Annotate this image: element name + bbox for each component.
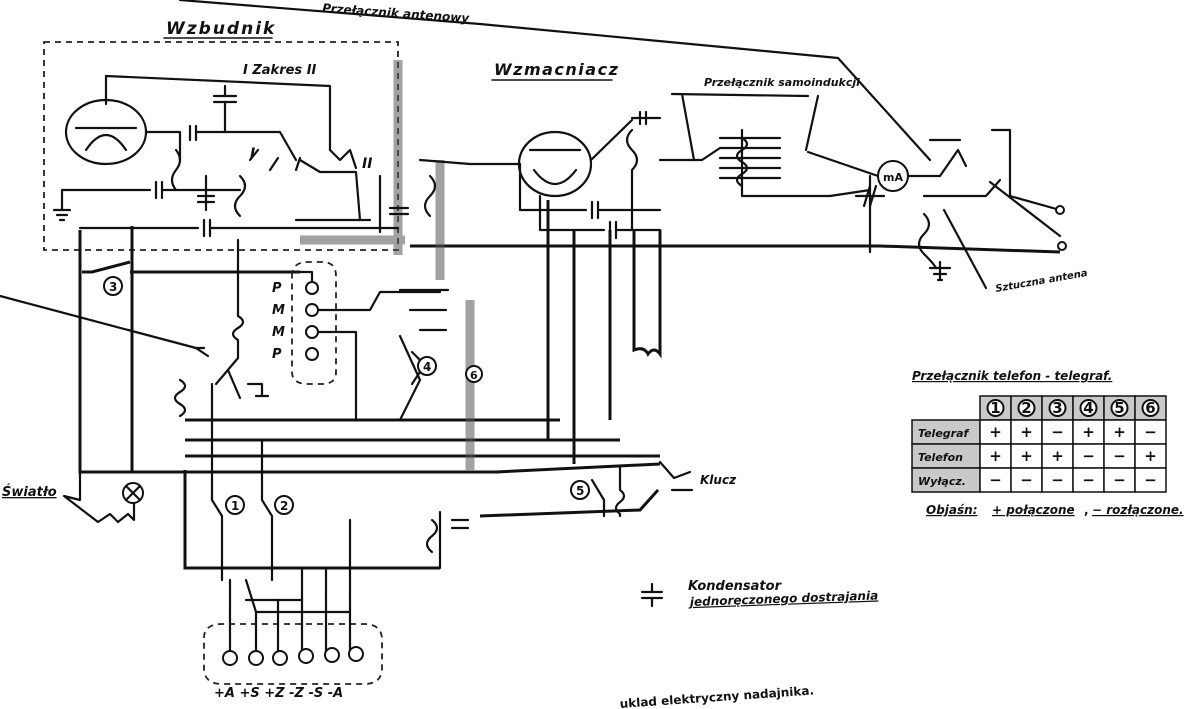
table-header-circle <box>1017 399 1036 417</box>
switch-table: Przełącznik telefon - telegraf. 1 2 3 4 5 6Tel… <box>911 369 1184 517</box>
pmmp-p2: P <box>272 347 282 362</box>
table-header-circle <box>1048 399 1067 417</box>
amplifier-label: Wzmacniacz <box>494 60 619 79</box>
main-bus <box>78 200 1061 570</box>
table-cell-value: + <box>989 447 1002 465</box>
caption: uklad elektryczny nadajnika. <box>619 683 814 709</box>
switch-5-number: 5 <box>576 484 584 498</box>
switch-table-legend-prefix: Objaśn: <box>926 503 978 517</box>
condenser-subtitle: jednoręczonego dostrajania <box>688 588 879 609</box>
table-row-label: Wyłącz. <box>918 475 966 488</box>
table-cell-value: + <box>989 423 1002 441</box>
range-mark-2: II <box>362 156 372 172</box>
table-cell-value: − <box>1082 447 1095 465</box>
switch-table-legend-separator: , <box>1084 503 1089 517</box>
table-cell-value: − <box>1144 423 1157 441</box>
table-header-number: 6 <box>1145 399 1155 417</box>
table-cell <box>1072 467 1105 493</box>
pmmp-m1: M <box>272 303 285 318</box>
table-cell-value: + <box>1113 423 1126 441</box>
antenna-switch-block <box>854 128 1067 290</box>
condenser-title: Kondensator <box>688 579 783 594</box>
condenser-symbol <box>640 582 664 608</box>
table-cell-value: + <box>1144 447 1157 465</box>
table-header-number: 1 <box>990 399 1000 417</box>
table-header-circle <box>1141 399 1160 417</box>
table-header-circle <box>986 399 1005 417</box>
table-header-number: 4 <box>1083 399 1093 417</box>
table-cell-value: − <box>1113 447 1126 465</box>
exciter-label: Wzbudnik <box>166 19 276 39</box>
transformer-strips <box>398 158 475 570</box>
switch-5: 5 <box>570 464 626 518</box>
pmmp-box <box>291 261 442 422</box>
table-cell-value: − <box>1144 471 1157 489</box>
terminal-box <box>203 518 383 685</box>
table-row-label: Telegraf <box>918 427 969 440</box>
switch-3: 3 <box>103 276 123 296</box>
switch-4: 4 <box>410 350 437 386</box>
table-cell <box>1041 467 1074 493</box>
switch-table-title: Przełącznik telefon - telegraf. <box>912 369 1112 383</box>
table-cell-value: − <box>1082 471 1095 489</box>
table-cell <box>1041 443 1074 469</box>
table-cell-value: + <box>1020 423 1033 441</box>
switch-table-legend-minus: − rozłączone. <box>1092 503 1184 517</box>
milliammeter <box>806 148 968 192</box>
aerial-switch-line <box>178 0 932 162</box>
amplifier-tube <box>468 110 662 240</box>
key-relay <box>0 238 270 502</box>
table-header-number: 5 <box>1114 399 1124 417</box>
switch-1: 1 <box>210 495 245 582</box>
lights <box>62 470 144 524</box>
artificial-antenna-label: Sztuczna antena <box>995 268 1089 295</box>
terminals-label: +A +S +Z -Z -S -A <box>214 686 343 701</box>
switch-6: 6 <box>465 365 483 383</box>
exciter-wiring <box>52 84 410 238</box>
switch-3-number: 3 <box>109 280 117 294</box>
table-cell-value: − <box>1051 471 1064 489</box>
switch-table-legend-plus: + połączone <box>992 503 1075 517</box>
table-cell-value: − <box>1051 423 1064 441</box>
pmmp-m2: M <box>272 325 285 340</box>
switch-1-number: 1 <box>231 499 239 513</box>
switch-4-number: 4 <box>423 360 431 374</box>
switch-6-number: 6 <box>470 369 478 382</box>
lights-label: Światło <box>2 484 57 500</box>
table-row-label-cell <box>911 467 981 493</box>
exciter-block <box>43 41 405 255</box>
switch-2: 2 <box>260 438 294 582</box>
table-cell-value: − <box>1020 471 1033 489</box>
morse-key <box>658 460 694 492</box>
table-cell-value: + <box>1082 423 1095 441</box>
table-cell-value: + <box>1020 447 1033 465</box>
range-mark-1: I <box>250 146 255 162</box>
table-cell-value: + <box>1051 447 1064 465</box>
table-cell <box>1134 467 1167 493</box>
switch-2-number: 2 <box>280 499 288 513</box>
range-switch-label: I Zakres II <box>243 63 317 78</box>
key-label: Klucz <box>700 473 737 487</box>
table-cell <box>979 419 1012 445</box>
self-induction-switch <box>658 92 872 198</box>
self-induction-switch-label: Przełącznik samoindukcji <box>704 76 860 89</box>
table-header-circle <box>1079 399 1098 417</box>
table-cell <box>1103 467 1136 493</box>
table-header-number: 3 <box>1052 399 1062 417</box>
pmmp-p1: P <box>272 281 282 296</box>
aerial-switch-label: Przełącznik antenowy <box>322 1 471 25</box>
table-cell-value: − <box>1113 471 1126 489</box>
table-header-number: 2 <box>1021 399 1031 417</box>
table-cell-value: − <box>989 471 1002 489</box>
meter-label: mA <box>883 171 903 184</box>
table-row-label: Telefon <box>918 451 963 464</box>
table-header-circle <box>1110 399 1129 417</box>
table-cell <box>979 467 1012 493</box>
table-cell <box>1103 443 1136 469</box>
